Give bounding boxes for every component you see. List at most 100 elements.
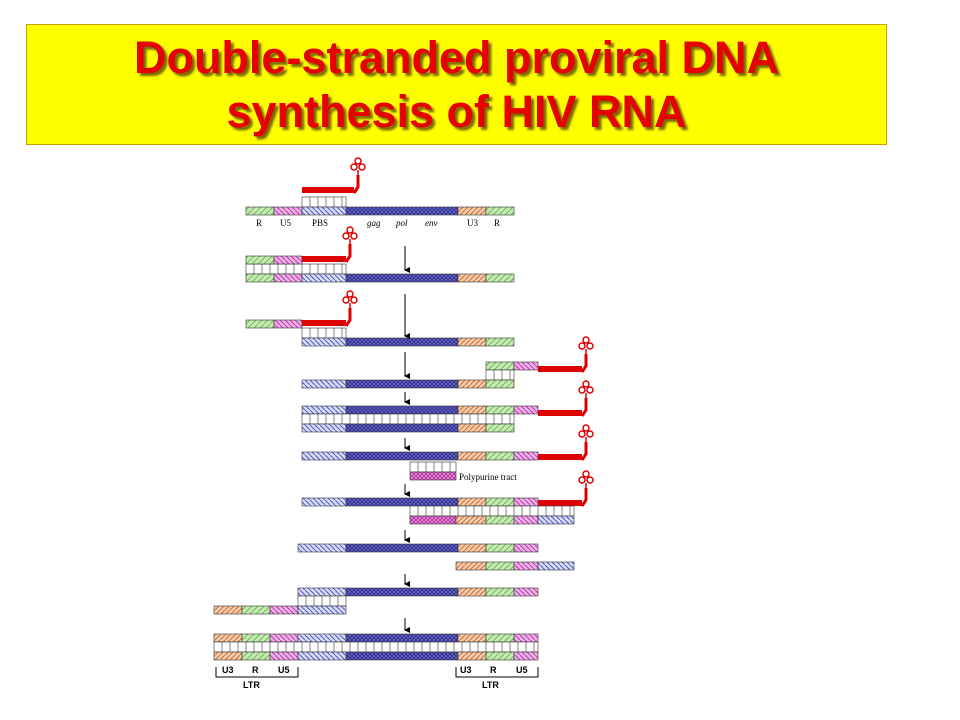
pbs-segment (301, 405, 347, 415)
ltr-label-u5-left: U5 (278, 665, 290, 675)
coding-segment (345, 633, 459, 643)
u5-segment (513, 405, 539, 415)
r-segment (485, 451, 515, 461)
u5-segment (273, 255, 303, 265)
coding-segment (345, 379, 459, 389)
r-segment (245, 255, 275, 265)
u3-segment (455, 561, 487, 571)
title-banner: Double-stranded proviral DNA synthesis o… (26, 24, 887, 145)
r-segment (245, 319, 275, 329)
coding-segment (345, 543, 459, 553)
r-segment (241, 633, 271, 643)
u5-segment (513, 561, 539, 571)
trna-loop (578, 430, 586, 438)
r-segment (245, 273, 275, 283)
ltr-label-u3-left: U3 (222, 665, 234, 675)
u3-segment (213, 605, 243, 615)
trna-loop (582, 470, 590, 478)
u3-segment (457, 451, 487, 461)
primer-strand (302, 320, 346, 326)
label-u3-top: U3 (467, 218, 478, 228)
ltr-label-left: LTR (243, 680, 260, 690)
r-segment (485, 633, 515, 643)
pbs-segment (297, 651, 347, 661)
label-u5-top: U5 (280, 218, 291, 228)
u5-segment (269, 633, 299, 643)
primer-strand (538, 500, 582, 506)
u3-segment (457, 543, 487, 553)
u3-segment (457, 587, 487, 597)
trna-loop (342, 296, 350, 304)
r-segment (485, 651, 515, 661)
u3-segment (457, 273, 487, 283)
genomic-rna-row (245, 196, 515, 216)
coding-segment (345, 451, 459, 461)
polypurine-segment (409, 515, 457, 525)
u5-segment (513, 451, 539, 461)
r-segment (485, 543, 515, 553)
u5-segment (273, 206, 303, 216)
diagram-structures (213, 157, 594, 678)
base-pair-rungs (409, 505, 575, 517)
trna-loop (350, 232, 358, 240)
base-pair-rungs (245, 263, 347, 275)
u5-segment (513, 633, 539, 643)
primer-strand (538, 410, 582, 416)
r-segment (485, 423, 515, 433)
r-segment (485, 587, 515, 597)
u3-segment (457, 405, 487, 415)
u3-segment (457, 379, 487, 389)
polypurine-segment (409, 471, 457, 481)
u5-segment (513, 497, 539, 507)
r-segment (485, 337, 515, 347)
pbs-segment (301, 451, 347, 461)
trna-loop (586, 342, 594, 350)
primer-strand (302, 187, 354, 193)
label-pbs: PBS (312, 218, 328, 228)
title-line-1: Double-stranded proviral DNA (133, 32, 780, 83)
trna-loop (582, 380, 590, 388)
u3-segment (457, 497, 487, 507)
u5-segment (513, 515, 539, 525)
pbs-segment (301, 497, 347, 507)
u5-segment (513, 651, 539, 661)
ltr-label-r-left: R (252, 665, 259, 675)
pbs-segment (301, 423, 347, 433)
label-pol: pol (395, 218, 408, 228)
title-line-2: synthesis of HIV RNA (226, 86, 687, 137)
label-gag: gag (367, 218, 381, 228)
coding-segment (345, 405, 459, 415)
coding-segment (345, 206, 459, 216)
trna-loop (350, 296, 358, 304)
coding-segment (345, 423, 459, 433)
trna-loop (358, 163, 366, 171)
coding-segment (345, 651, 459, 661)
r-segment (241, 651, 271, 661)
u5-segment (269, 651, 299, 661)
u5-segment (273, 273, 303, 283)
trna-loop (346, 226, 354, 234)
r-segment (485, 405, 515, 415)
trna-loop (342, 232, 350, 240)
coding-segment (345, 587, 459, 597)
trna-loop (346, 290, 354, 298)
pbs-segment (537, 561, 575, 571)
pbs-segment (301, 379, 347, 389)
pbs-segment (301, 337, 347, 347)
trna-loop (586, 386, 594, 394)
label-r-right: R (494, 218, 500, 228)
pbs-segment (301, 273, 347, 283)
coding-segment (345, 497, 459, 507)
trna-loop (578, 342, 586, 350)
r-segment (485, 561, 515, 571)
trna-loop (578, 476, 586, 484)
u5-segment (513, 361, 539, 371)
r-segment (485, 273, 515, 283)
pbs-segment (297, 605, 347, 615)
trna-loop (582, 424, 590, 432)
u3-segment (213, 651, 243, 661)
ltr-label-r-right: R (490, 665, 497, 675)
r-segment (485, 361, 515, 371)
ltr-label-right: LTR (482, 680, 499, 690)
